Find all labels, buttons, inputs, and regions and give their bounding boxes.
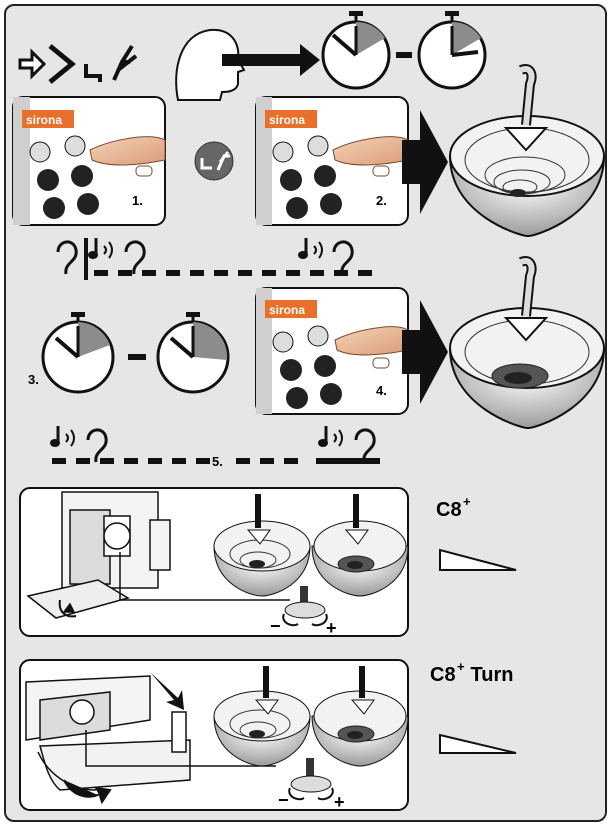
spittoon-bowl-draining-illustration xyxy=(311,666,409,767)
step-number-4: 4. xyxy=(376,383,387,398)
unit-housing-illustration xyxy=(26,491,290,619)
brand-logo-text: sirona xyxy=(269,303,305,317)
ear-icon xyxy=(56,240,78,275)
beep-sound-icon xyxy=(318,426,376,463)
chair-position-button-icon xyxy=(194,141,234,181)
step-number-3: 3. xyxy=(28,372,39,387)
unit-housing-illustration xyxy=(25,675,276,791)
increase-symbol: + xyxy=(334,792,345,812)
timer-icon xyxy=(41,312,115,394)
direction-arrow xyxy=(402,300,448,404)
dashed-time-line xyxy=(52,458,298,464)
flow-ramp-icon xyxy=(439,548,517,571)
direction-arrow xyxy=(402,110,448,214)
increase-symbol: + xyxy=(326,618,337,638)
arrow-bracket-icon xyxy=(18,44,76,84)
control-panel-illustration: sirona xyxy=(255,96,409,226)
adjustment-screw-icon xyxy=(288,758,334,801)
timer-icon xyxy=(321,11,391,90)
model-name: C8 xyxy=(430,664,456,686)
dash-separator xyxy=(396,52,412,58)
spittoon-bowl-draining-illustration xyxy=(448,256,606,430)
beep-sound-icon xyxy=(298,238,354,275)
timer-icon xyxy=(417,11,487,90)
adjustment-screw-icon xyxy=(282,586,328,627)
model-suffix: Turn xyxy=(465,664,514,686)
signal-start-bar xyxy=(84,238,88,280)
model-name: C8 xyxy=(436,499,462,521)
spittoon-bowl-swirling-illustration xyxy=(213,666,311,767)
step-number-5: 5. xyxy=(212,454,223,469)
spittoon-bowl-swirling-illustration xyxy=(213,494,311,597)
control-panel-illustration: sirona xyxy=(255,287,409,415)
direction-arrow xyxy=(222,44,320,76)
decrease-symbol: − xyxy=(270,616,281,636)
c8-turn-adjustment-panel: − + xyxy=(19,659,409,812)
direction-arrow xyxy=(150,672,184,710)
step-number-2: 2. xyxy=(376,193,387,208)
control-panel-illustration: sirona xyxy=(12,96,166,226)
beep-sound-icon xyxy=(88,238,146,275)
brand-logo-text: sirona xyxy=(269,113,305,127)
model-superscript: + xyxy=(463,494,471,509)
model-superscript: + xyxy=(457,659,465,674)
dash-separator xyxy=(128,354,146,360)
head-profile-icon xyxy=(175,28,246,101)
signal-end-bar xyxy=(316,458,380,464)
chair-position-icon xyxy=(84,44,138,82)
beep-sound-icon xyxy=(50,426,108,463)
decrease-symbol: − xyxy=(278,790,289,810)
spittoon-bowl-draining-illustration xyxy=(311,494,409,597)
step-number-1: 1. xyxy=(132,193,143,208)
brand-logo-text: sirona xyxy=(26,113,62,127)
dashed-time-line xyxy=(94,270,372,276)
c8-model-label: C8 + xyxy=(436,494,471,521)
c8-adjustment-panel: − + xyxy=(19,487,409,638)
spittoon-bowl-swirling-illustration xyxy=(448,64,606,238)
c8-turn-model-label: C8 + Turn xyxy=(430,659,514,686)
flow-ramp-icon xyxy=(439,733,517,754)
timer-icon xyxy=(156,312,230,394)
direction-arrow xyxy=(63,779,112,805)
